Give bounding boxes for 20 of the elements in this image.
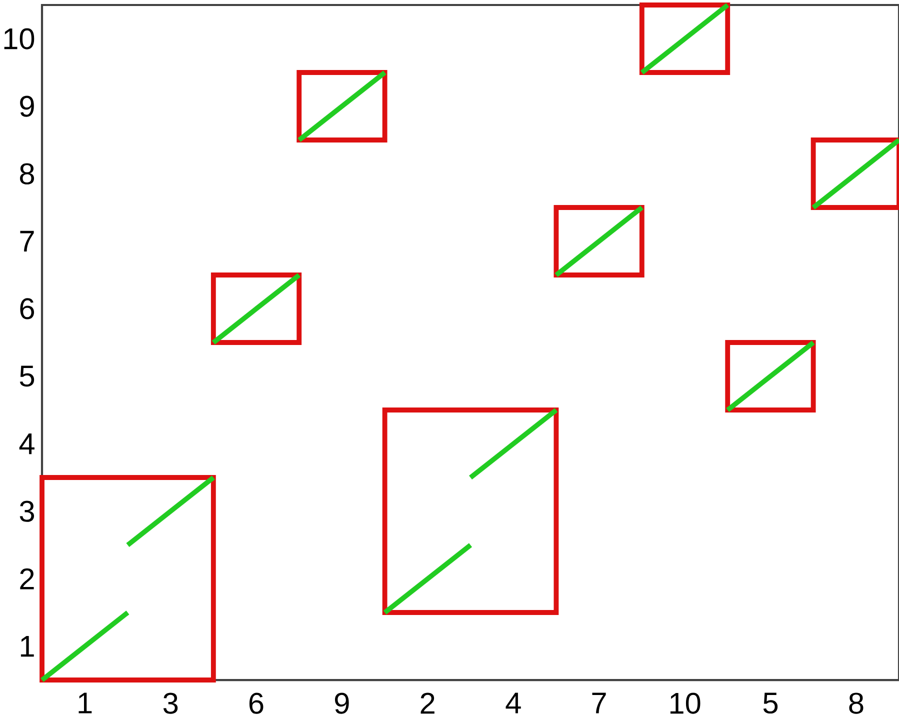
tick-label: 6 — [249, 692, 264, 714]
tick-label: 9 — [20, 96, 34, 117]
tick-label: 9 — [334, 692, 349, 714]
tick-label: 10 — [4, 28, 34, 50]
tick-label: 3 — [20, 500, 34, 522]
tick-label: 1 — [78, 692, 92, 714]
tick-label: 5 — [763, 692, 778, 714]
tick-label: 7 — [20, 230, 34, 252]
tick-label: 5 — [20, 366, 34, 387]
tick-label: 3 — [163, 692, 178, 714]
tick-label: 2 — [420, 692, 434, 714]
tick-label: 4 — [19, 434, 34, 454]
tick-label: 7 — [592, 692, 606, 714]
tick-label: 8 — [20, 163, 34, 184]
tick-label: 8 — [849, 692, 864, 714]
tick-label: 6 — [20, 298, 34, 320]
tick-label: 10 — [670, 692, 700, 714]
tick-label: 2 — [20, 568, 34, 590]
tick-label: 4 — [506, 692, 521, 714]
tick-label: 1 — [20, 636, 34, 657]
